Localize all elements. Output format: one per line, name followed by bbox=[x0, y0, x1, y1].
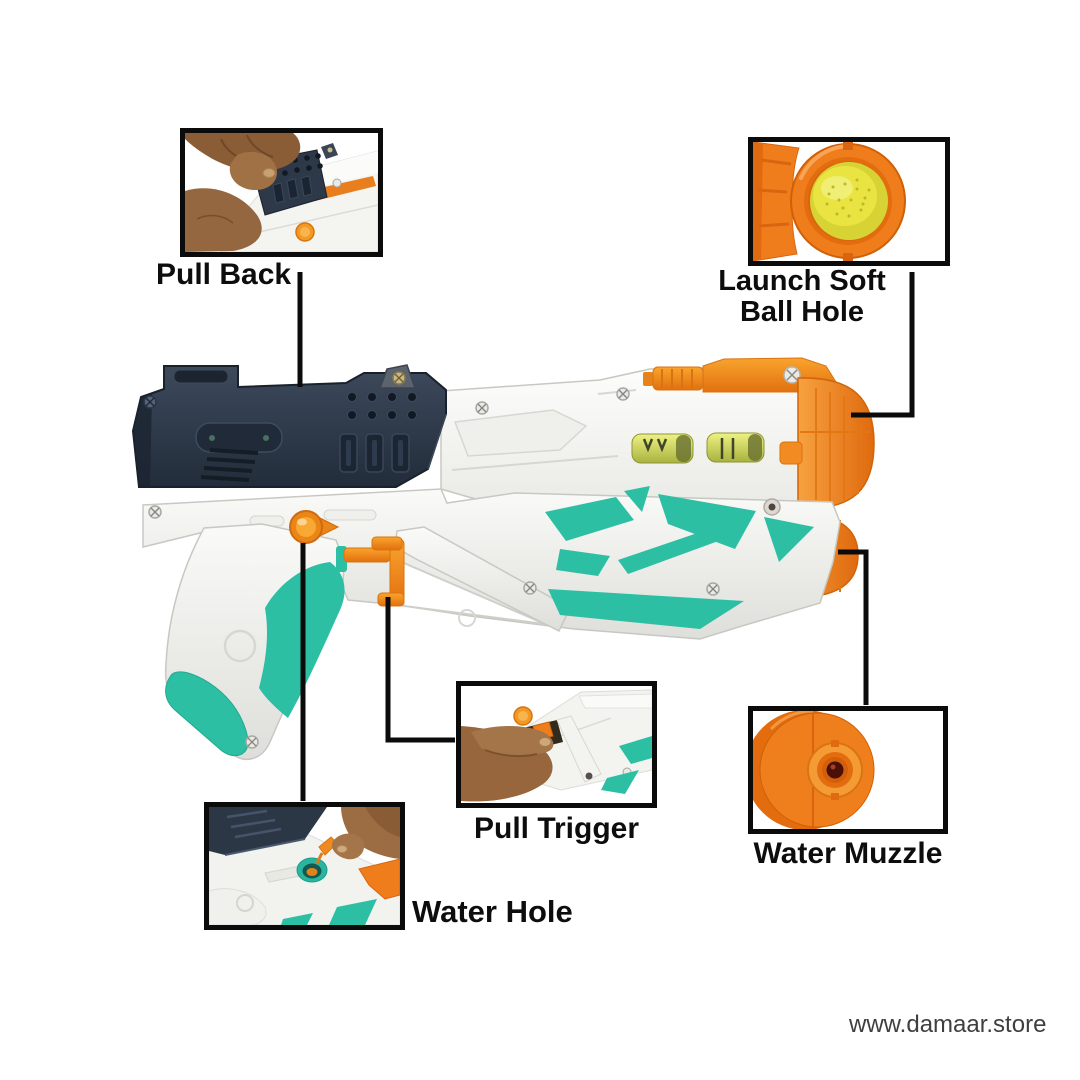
trigger bbox=[336, 536, 405, 607]
foam-ball bbox=[810, 162, 888, 240]
callout-line-pull-trigger bbox=[385, 597, 455, 743]
finger-holding-cap bbox=[331, 807, 400, 860]
gun-grip bbox=[164, 523, 345, 761]
pull-trigger-photo-art bbox=[461, 689, 652, 802]
label-water-hole: Water Hole bbox=[412, 894, 573, 929]
rear-sight bbox=[378, 364, 417, 389]
label-water-muzzle: Water Muzzle bbox=[753, 837, 943, 870]
hand-gripping-pump bbox=[185, 133, 301, 252]
inset-water-hole-photo bbox=[204, 802, 405, 930]
water-hole-photo-art bbox=[209, 807, 400, 925]
callout-line-water-muzzle bbox=[838, 549, 869, 705]
inset-pull-trigger-photo bbox=[456, 681, 657, 808]
inset-launch-ball-photo bbox=[748, 137, 950, 266]
teal-decal bbox=[545, 486, 814, 629]
barrel-screws bbox=[475, 387, 630, 415]
launch-cap bbox=[779, 377, 875, 509]
callout-lines bbox=[297, 272, 915, 801]
label-pull-back: Pull Back bbox=[156, 258, 292, 291]
hand-pulling-trigger bbox=[461, 726, 554, 802]
watermark-text: www.damaar.store bbox=[849, 1011, 1047, 1038]
pull-back-photo-art bbox=[185, 133, 378, 252]
lower-body-screws bbox=[148, 498, 781, 596]
water-level-windows bbox=[631, 432, 765, 464]
label-launch-soft-ball-hole: Launch Soft Ball Hole bbox=[710, 266, 894, 328]
label-pull-trigger: Pull Trigger bbox=[473, 812, 640, 845]
label-launch-line1: Launch Soft bbox=[718, 265, 886, 297]
water-muzzle-photo-art bbox=[753, 711, 875, 829]
pump-handle bbox=[131, 365, 447, 488]
inset-water-muzzle-photo bbox=[748, 706, 948, 834]
inset-pull-back-photo bbox=[180, 128, 383, 257]
callout-line-launch bbox=[851, 272, 915, 418]
water-hole-cap-knob bbox=[289, 510, 340, 544]
label-launch-line2: Ball Hole bbox=[739, 296, 865, 328]
launch-ball-photo-art bbox=[753, 142, 906, 261]
